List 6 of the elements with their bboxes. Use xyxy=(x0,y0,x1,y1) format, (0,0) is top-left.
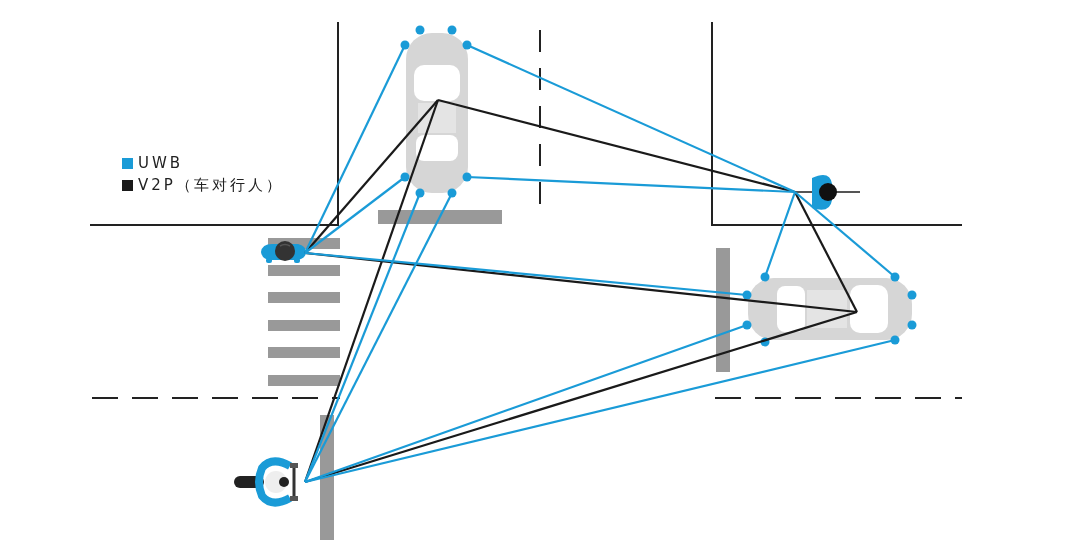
legend-label: V2P（车对行人） xyxy=(138,175,284,195)
connection-line xyxy=(304,176,406,254)
connection-line xyxy=(794,191,896,278)
car-drawing xyxy=(742,270,918,348)
legend-label: UWB xyxy=(138,154,184,172)
connection-line xyxy=(794,191,858,313)
